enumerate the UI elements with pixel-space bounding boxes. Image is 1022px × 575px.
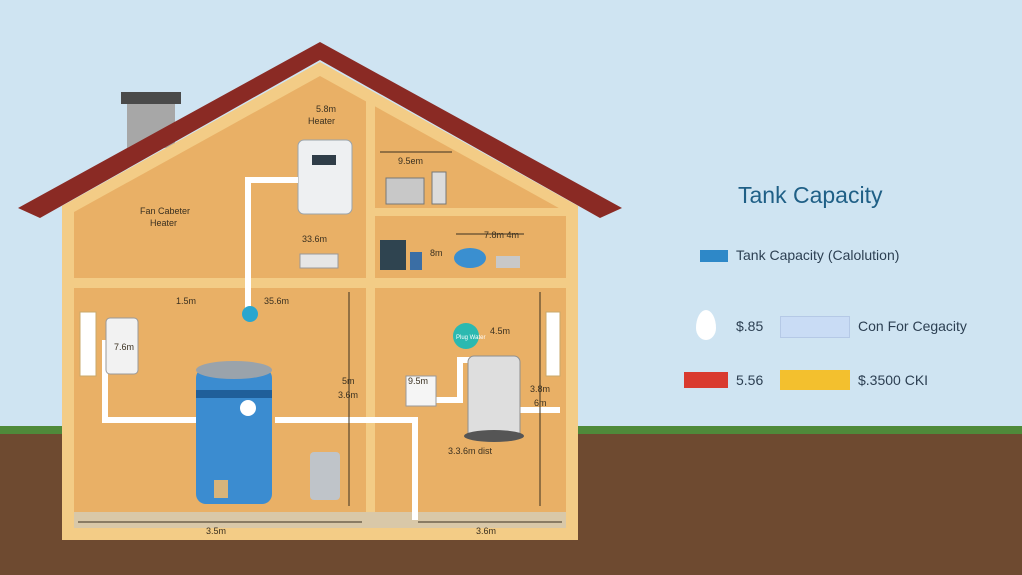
attic-dim-label: 9.5em bbox=[398, 156, 423, 166]
small-heater-label: 7.6m bbox=[114, 342, 134, 352]
tank-panel bbox=[214, 480, 228, 498]
tank-top bbox=[196, 361, 272, 379]
wall-divider bbox=[366, 96, 375, 528]
top-heater-label-1: 5.8m bbox=[316, 104, 336, 114]
pipe-left bbox=[102, 340, 198, 423]
pipe-right-label-1: 5m bbox=[342, 376, 355, 386]
pipe-right-label-2: 3.6m bbox=[338, 390, 358, 400]
floor-divider bbox=[74, 278, 566, 288]
kitchen-cup bbox=[410, 252, 422, 270]
valve-label: 9.5m bbox=[408, 376, 428, 386]
floor-mid-dim: 3.3.6m dist bbox=[448, 446, 493, 456]
mid-dim-label: 33.6m bbox=[302, 234, 327, 244]
badge-label: Plug Water bbox=[456, 335, 485, 341]
kitchen-dim-label: 7.8m 4m bbox=[484, 230, 519, 240]
left-attic-label-2: Heater bbox=[150, 218, 177, 228]
attic-appliance-2 bbox=[431, 171, 447, 205]
left-window bbox=[79, 311, 97, 377]
top-water-heater bbox=[297, 139, 353, 215]
right-tank-dim: 4.5m bbox=[490, 326, 510, 336]
top-heater-label-2: Heater bbox=[308, 116, 335, 126]
kitchen-dish bbox=[496, 256, 520, 268]
lower-left-dim-2: 35.6m bbox=[264, 296, 289, 306]
heater-display bbox=[312, 155, 336, 165]
filter-cylinder bbox=[310, 452, 340, 500]
right-wall-label-2: 6m bbox=[534, 398, 547, 408]
chimney-cap bbox=[121, 92, 181, 104]
pipes bbox=[102, 177, 560, 520]
valve-box bbox=[405, 375, 437, 407]
tank-drop-icon bbox=[240, 400, 256, 416]
shelf-divider bbox=[375, 208, 566, 216]
kitchen-bowl bbox=[454, 248, 486, 268]
bottom-left-dim: 3.5m bbox=[206, 526, 226, 536]
kitchen-appliance bbox=[380, 240, 406, 270]
pipe-valve bbox=[242, 306, 258, 322]
bottom-right-dim: 3.6m bbox=[476, 526, 496, 536]
pipe-mid bbox=[275, 417, 418, 520]
small-left-heater bbox=[105, 317, 139, 375]
pipe-top bbox=[245, 177, 298, 312]
right-tank-base bbox=[464, 430, 524, 442]
kitchen-small-label: 8m bbox=[430, 248, 443, 258]
right-tank-heater bbox=[467, 355, 521, 439]
attic-appliance bbox=[385, 177, 425, 205]
right-tank-badge bbox=[453, 323, 479, 349]
tank-band bbox=[196, 390, 272, 398]
lower-left-dim-1: 1.5m bbox=[176, 296, 196, 306]
main-water-tank bbox=[196, 368, 272, 504]
mid-tray bbox=[299, 253, 339, 269]
right-window bbox=[545, 311, 561, 377]
right-wall-label-1: 3.8m bbox=[530, 384, 550, 394]
left-attic-label-1: Fan Cabeter bbox=[140, 206, 190, 216]
basement-floor bbox=[74, 512, 566, 528]
pipe-right bbox=[415, 357, 472, 403]
